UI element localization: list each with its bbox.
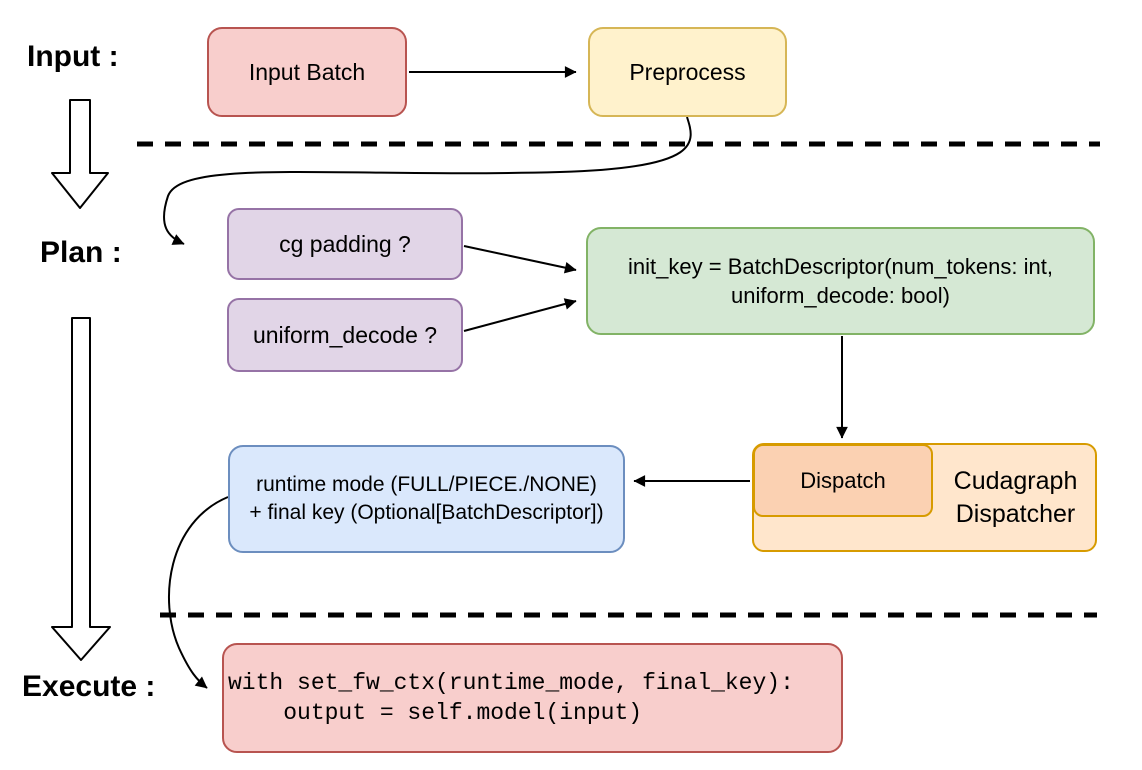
stage-label-execute: Execute : — [22, 670, 156, 703]
node-preprocess-label: Preprocess — [629, 58, 746, 85]
connector-uniformdecode-initkey — [463, 298, 577, 332]
node-cudagraph-dispatcher-line2: Dispatcher — [955, 499, 1076, 528]
node-dispatch: Dispatch — [753, 444, 933, 517]
input-to-plan-arrow-icon — [51, 99, 109, 209]
node-runtime-mode-line2: + final key (Optional[BatchDescriptor]) — [249, 501, 604, 524]
node-preprocess: Preprocess — [588, 27, 787, 117]
node-execute-code: with set_fw_ctx(runtime_mode, final_key)… — [222, 643, 843, 753]
node-dispatch-label: Dispatch — [800, 467, 886, 493]
node-execute-code-line1: with set_fw_ctx(runtime_mode, final_key)… — [228, 670, 794, 696]
node-runtime-mode: runtime mode (FULL/PIECE./NONE) + final … — [228, 445, 625, 553]
node-cg-padding-label: cg padding ? — [279, 230, 411, 257]
node-cudagraph-dispatcher-label: Cudagraph Dispatcher — [936, 445, 1095, 550]
node-cg-padding: cg padding ? — [227, 208, 463, 280]
stage-label-input: Input : — [27, 40, 119, 73]
node-init-key-line2: uniform_decode: bool) — [731, 283, 950, 308]
node-uniform-decode: uniform_decode ? — [227, 298, 463, 372]
node-input-batch-label: Input Batch — [248, 58, 366, 85]
node-cudagraph-dispatcher-line1: Cudagraph — [953, 466, 1078, 495]
node-input-batch: Input Batch — [207, 27, 407, 117]
plan-to-execute-arrow-icon — [51, 317, 111, 661]
node-execute-code-line2: output = self.model(input) — [228, 700, 643, 726]
connector-runtimemode-executecode — [168, 496, 229, 689]
connector-cgpadding-initkey — [463, 245, 577, 274]
node-init-key-line1: init_key = BatchDescriptor(num_tokens: i… — [628, 253, 1053, 279]
stage-label-plan: Plan : — [40, 236, 122, 269]
node-init-key: init_key = BatchDescriptor(num_tokens: i… — [586, 227, 1095, 335]
node-uniform-decode-label: uniform_decode ? — [252, 321, 438, 348]
connector-preprocess-cgpadding — [163, 116, 692, 245]
node-runtime-mode-line1: runtime mode (FULL/PIECE./NONE) — [256, 473, 597, 497]
